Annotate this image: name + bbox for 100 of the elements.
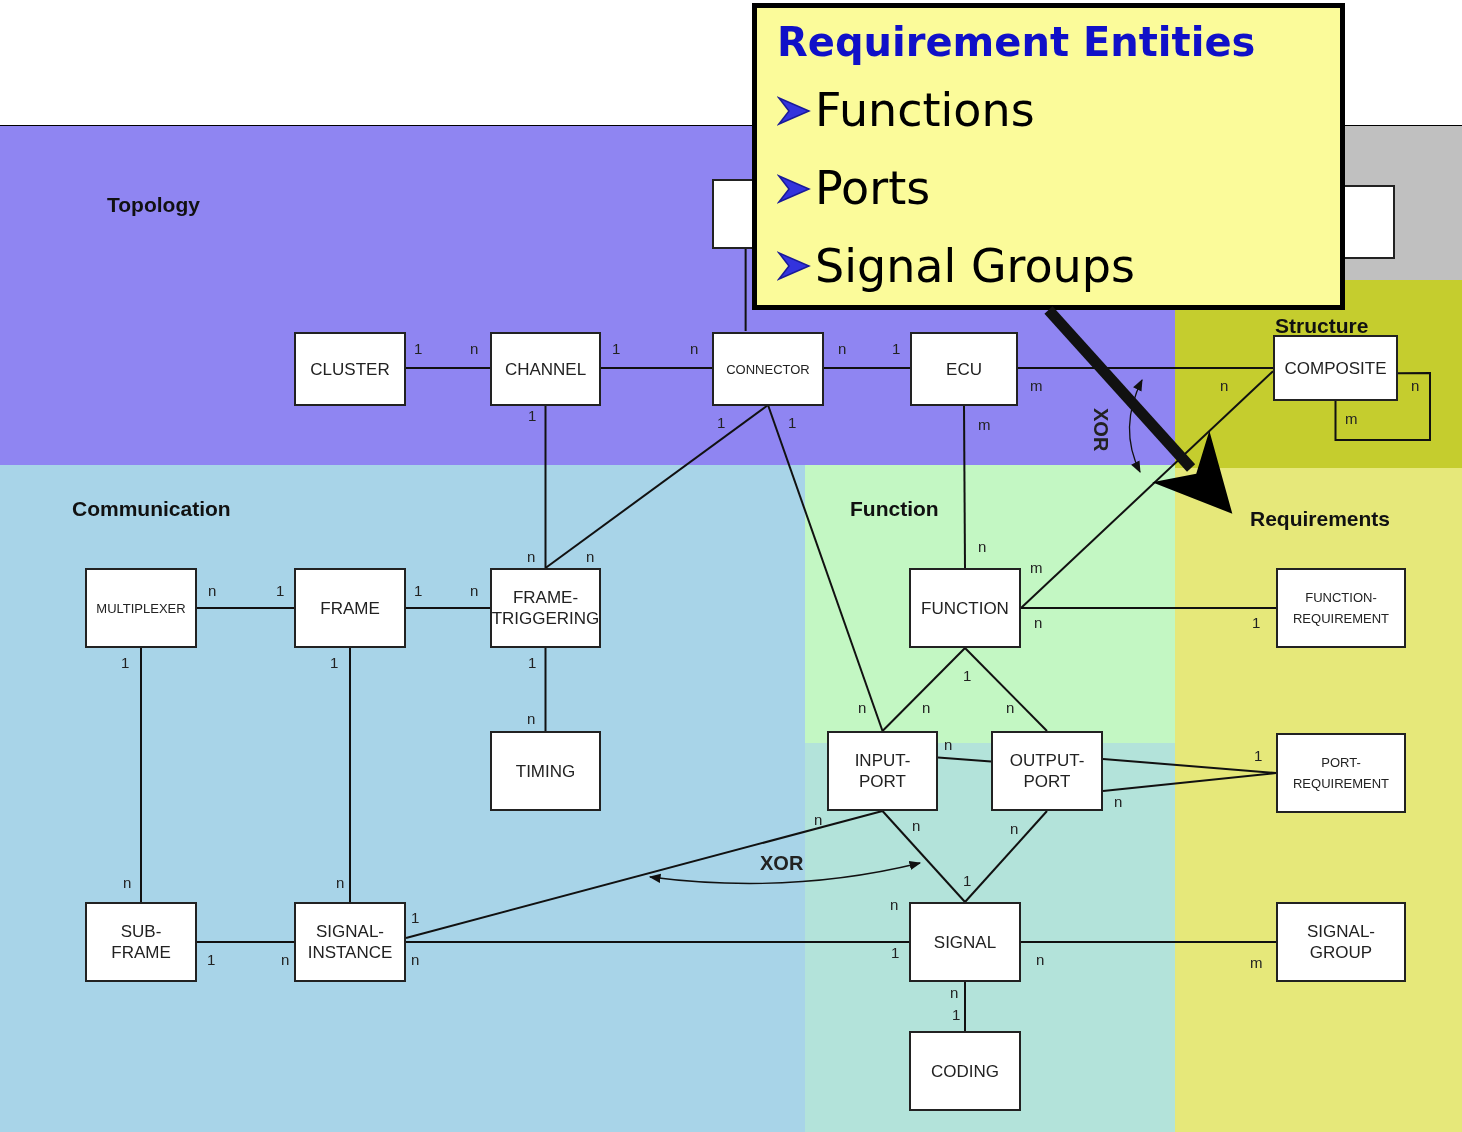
entity-box	[1273, 335, 1398, 401]
entity-name: COMPOSITE	[1284, 357, 1387, 379]
relation-line	[405, 607, 491, 609]
cardinality-label: n	[890, 897, 899, 913]
entity-box	[294, 332, 406, 406]
cardinality-label: 1	[963, 873, 972, 889]
entity-box	[909, 1031, 1021, 1111]
cardinality-label: n	[1006, 700, 1015, 716]
entity-name: PORT- REQUIREMENT	[1292, 754, 1390, 793]
entity-name: FRAME	[320, 597, 380, 619]
entity-box	[1276, 902, 1406, 982]
relation-line	[140, 647, 142, 903]
cardinality-label: n	[470, 583, 479, 599]
cardinality-label: n	[1036, 952, 1045, 968]
entity-name: SIGNAL	[933, 931, 997, 953]
entity-box	[490, 332, 601, 406]
relation-line	[1334, 372, 1431, 441]
relation-line	[964, 810, 1048, 903]
entity-box	[712, 332, 824, 406]
entity-name: CLUSTER	[310, 358, 390, 380]
region-band	[0, 465, 805, 1132]
entity-name: INPUT- PORT	[854, 750, 911, 792]
relation-line	[405, 941, 910, 943]
cardinality-label: n	[1411, 378, 1420, 394]
relation-line	[544, 404, 547, 569]
cardinality-label: 1	[207, 952, 216, 968]
cardinality-label: n	[944, 737, 953, 753]
cardinality-label: 1	[892, 341, 901, 357]
cardinality-label: n	[912, 818, 921, 834]
cardinality-label: n	[858, 700, 867, 716]
cardinality-label: 1	[963, 668, 972, 684]
cardinality-label: 1	[414, 583, 423, 599]
cardinality-label: n	[527, 711, 536, 727]
cardinality-label: n	[1114, 794, 1123, 810]
entity-name: SIGNAL- GROUP	[1307, 921, 1375, 963]
entity-box	[909, 902, 1021, 982]
entity-name: TIMING	[515, 760, 576, 782]
region-heading: Function	[850, 496, 939, 522]
entity-name: ECU	[946, 358, 982, 380]
entity-name: FUNCTION- REQUIREMENT	[1292, 589, 1390, 628]
relation-line	[1020, 370, 1274, 609]
relation-line	[937, 756, 992, 763]
cardinality-label: 1	[411, 910, 420, 926]
relation-line	[744, 247, 747, 332]
cardinality-label: m	[978, 417, 991, 433]
callout-bullet-text: Functions	[815, 82, 1035, 140]
cardinality-label: 1	[121, 655, 130, 671]
entity-box	[1276, 733, 1406, 813]
relation-line	[767, 404, 884, 732]
relation-line	[963, 404, 966, 569]
cardinality-label: n	[336, 875, 345, 891]
cardinality-label: n	[950, 985, 959, 1001]
region-band	[805, 465, 1175, 1132]
entity-box	[1276, 568, 1406, 648]
relation-line	[349, 647, 351, 903]
region-heading: Structure	[1275, 313, 1369, 339]
xor-label: XOR	[760, 851, 804, 876]
cardinality-label: n	[1010, 821, 1019, 837]
region-band	[1175, 468, 1462, 1132]
cardinality-label: 1	[528, 408, 537, 424]
cardinality-label: 1	[1254, 748, 1263, 764]
cardinality-label: m	[1345, 411, 1358, 427]
entity-name: SUB- FRAME	[111, 921, 171, 963]
relation-line	[544, 647, 547, 732]
relation-line	[600, 367, 713, 369]
cardinality-label: 1	[276, 583, 285, 599]
cardinality-label: 1	[330, 655, 339, 671]
relation-line	[1020, 607, 1277, 609]
entity-name: CHANNEL	[504, 358, 587, 380]
entity-box	[991, 731, 1103, 811]
cardinality-label: 1	[891, 945, 900, 961]
callout-tooltip	[752, 3, 1345, 310]
relation-line	[1020, 941, 1277, 943]
cardinality-label: n	[978, 539, 987, 555]
relation-line	[405, 367, 491, 369]
cardinality-label: 1	[1252, 615, 1261, 631]
relation-line	[964, 981, 966, 1032]
cardinality-label: 1	[788, 415, 797, 431]
cardinality-label: 1	[612, 341, 621, 357]
relation-line	[823, 367, 911, 369]
cardinality-label: m	[1030, 378, 1043, 394]
region-heading: Requirements	[1250, 506, 1391, 532]
callout-bullet-text: Signal Groups	[815, 237, 1135, 295]
entity-name: SIGNAL- INSTANCE	[307, 921, 393, 963]
relation-line	[544, 404, 769, 569]
relation-line	[881, 810, 966, 903]
relation-line	[196, 607, 295, 609]
entity-name: CODING	[931, 1060, 999, 1082]
entity-box	[85, 568, 197, 648]
entity-box	[294, 902, 406, 982]
cardinality-label: n	[1220, 378, 1229, 394]
xor-label: XOR	[1089, 408, 1113, 452]
cardinality-label: n	[411, 952, 420, 968]
relation-line	[881, 647, 966, 732]
relation-line	[1102, 758, 1277, 774]
region-heading: Communication	[72, 496, 231, 522]
relation-line	[405, 810, 884, 939]
cardinality-label: n	[527, 549, 536, 565]
entity-box	[294, 568, 406, 648]
cardinality-label: n	[586, 549, 595, 565]
